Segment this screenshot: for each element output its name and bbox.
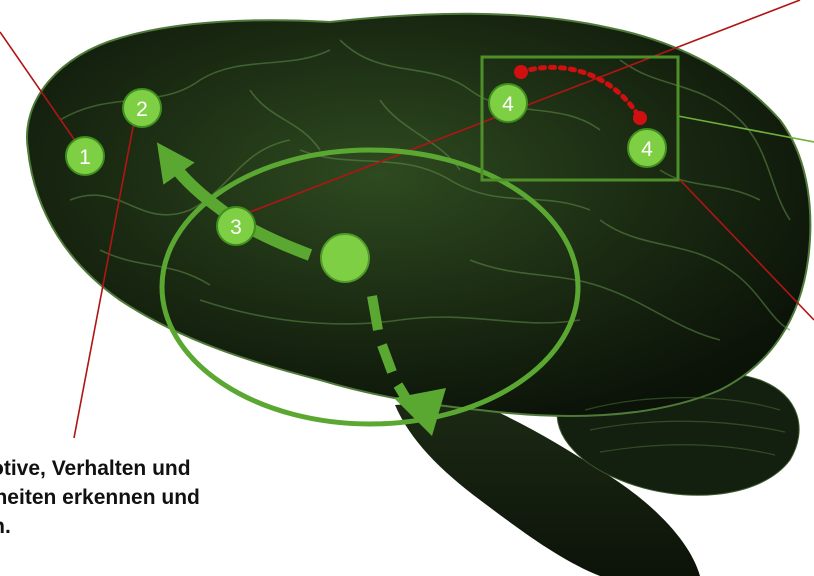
marker-4a: 4 xyxy=(489,84,527,122)
dotted-connector-start xyxy=(514,65,528,79)
marker-1-label: 1 xyxy=(79,146,91,169)
marker-3-label: 3 xyxy=(230,216,242,239)
marker-4a-label: 4 xyxy=(502,93,514,116)
caption-line-3: ehen. xyxy=(0,512,376,541)
marker-2: 2 xyxy=(123,89,161,127)
marker-4b-label: 4 xyxy=(641,138,653,161)
caption-text: e Motive, Verhalten und ohnheiten erkenn… xyxy=(0,454,376,541)
caption-line-2: ohnheiten erkennen und xyxy=(0,483,376,512)
center-hub xyxy=(321,234,369,282)
marker-4b: 4 xyxy=(628,129,666,167)
marker-1: 1 xyxy=(66,137,104,175)
marker-2-label: 2 xyxy=(136,98,148,121)
marker-3: 3 xyxy=(217,207,255,245)
dotted-connector-end xyxy=(633,111,647,125)
cerebrum xyxy=(27,14,810,416)
caption-line-1: e Motive, Verhalten und xyxy=(0,454,376,483)
